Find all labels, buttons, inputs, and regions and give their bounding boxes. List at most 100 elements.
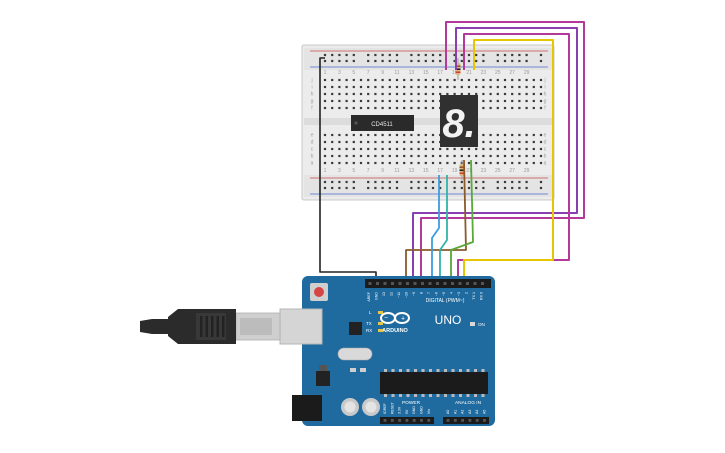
row-letter: d [311,140,314,146]
pin-label: A4 [475,410,479,414]
row-letter: b [544,154,547,160]
wires [319,21,585,282]
row-letter: d [544,140,547,146]
crystal [337,347,373,361]
column-number: 23 [481,168,487,174]
column-number: 25 [495,70,501,76]
on-label: ON [478,322,485,327]
pin-label: 4 [450,292,454,294]
led-tx [378,322,383,325]
pin-label: A0 [446,410,450,414]
column-number: 19 [452,168,458,174]
row-letter: h [544,92,547,98]
usb-port [279,308,323,345]
cd4511-chip[interactable]: CD4511 [351,115,414,131]
column-number: 9 [381,168,384,174]
svg-text:−: − [384,315,388,322]
column-number: 21 [466,70,472,76]
seven-segment-display[interactable]: 8. [440,95,478,147]
pin-label: 8 [420,292,424,294]
usb-chip [349,322,362,335]
led-l [378,311,383,314]
wire-teal [439,175,448,282]
column-number: 15 [423,70,429,76]
column-number: 19 [452,70,458,76]
digital-label: DIGITAL (PWM~) [426,298,465,304]
column-number: 13 [409,70,415,76]
pin-label: ~10 [405,292,409,298]
pin-label: ~5 [442,292,446,296]
resistors [455,58,465,180]
pin-label: A3 [468,410,472,414]
usb-cable[interactable] [140,309,281,344]
pin-label: A5 [483,410,487,414]
pin-label: 12 [390,292,394,296]
led-tx-label: TX [366,321,372,326]
analog-header [443,417,489,424]
pin-label: IOREF [383,403,387,414]
row-letter: a [544,161,547,167]
column-number: 7 [367,168,370,174]
bottom-header-pins [383,419,486,422]
row-letter: h [311,92,314,98]
voltage-regulator [316,371,330,386]
column-number: 13 [409,168,415,174]
power-jack [292,395,322,421]
row-letter: c [544,147,547,153]
column-number: 25 [495,168,501,174]
analog-label: ANALOG IN [455,400,482,406]
pin-label: RESET [390,401,394,414]
row-letter: c [311,147,314,153]
pin-label: ~9 [412,292,416,296]
row-letter: g [311,99,314,105]
pin-label: AREF [367,291,371,301]
column-number: 21 [466,168,472,174]
column-number: 5 [352,70,355,76]
row-letter: j [310,78,312,84]
row-letter: i [311,85,312,91]
pin-label: GND [375,292,379,300]
display-digit: 8. [442,102,475,146]
column-number: 15 [423,168,429,174]
power-label: POWER [402,400,421,406]
wire-green [450,159,474,282]
column-number: 1 [324,70,327,76]
model-label: UNO [435,313,462,327]
row-letter: a [311,161,314,167]
pin-label: 3.3V [398,406,402,414]
column-number: 3 [338,70,341,76]
resistor[interactable] [459,160,465,180]
column-number: 11 [394,70,399,76]
column-number: 29 [524,70,530,76]
column-number: 27 [509,168,515,174]
digital-header-pins [368,282,484,285]
pin-label: GND [420,406,424,414]
row-letter: e [544,133,547,139]
wire-blue [431,175,440,282]
led-l-label: L [369,310,372,315]
atmega-chip [380,372,488,394]
row-letter: e [311,133,314,139]
pin-label: A1 [453,410,457,414]
reset-button[interactable] [310,283,328,301]
pin-label: ~3 [457,292,461,296]
column-number: 17 [437,70,443,76]
column-number: 17 [437,168,443,174]
wire-yellow [463,39,554,282]
center-channel [304,118,552,125]
brand-label: ARDUINO [382,328,408,334]
row-letter: j [543,78,545,84]
pin-label: GND [412,406,416,414]
bottom-power-rail [304,175,552,197]
wire-brown [405,159,467,282]
wire-purple-2 [412,27,578,282]
